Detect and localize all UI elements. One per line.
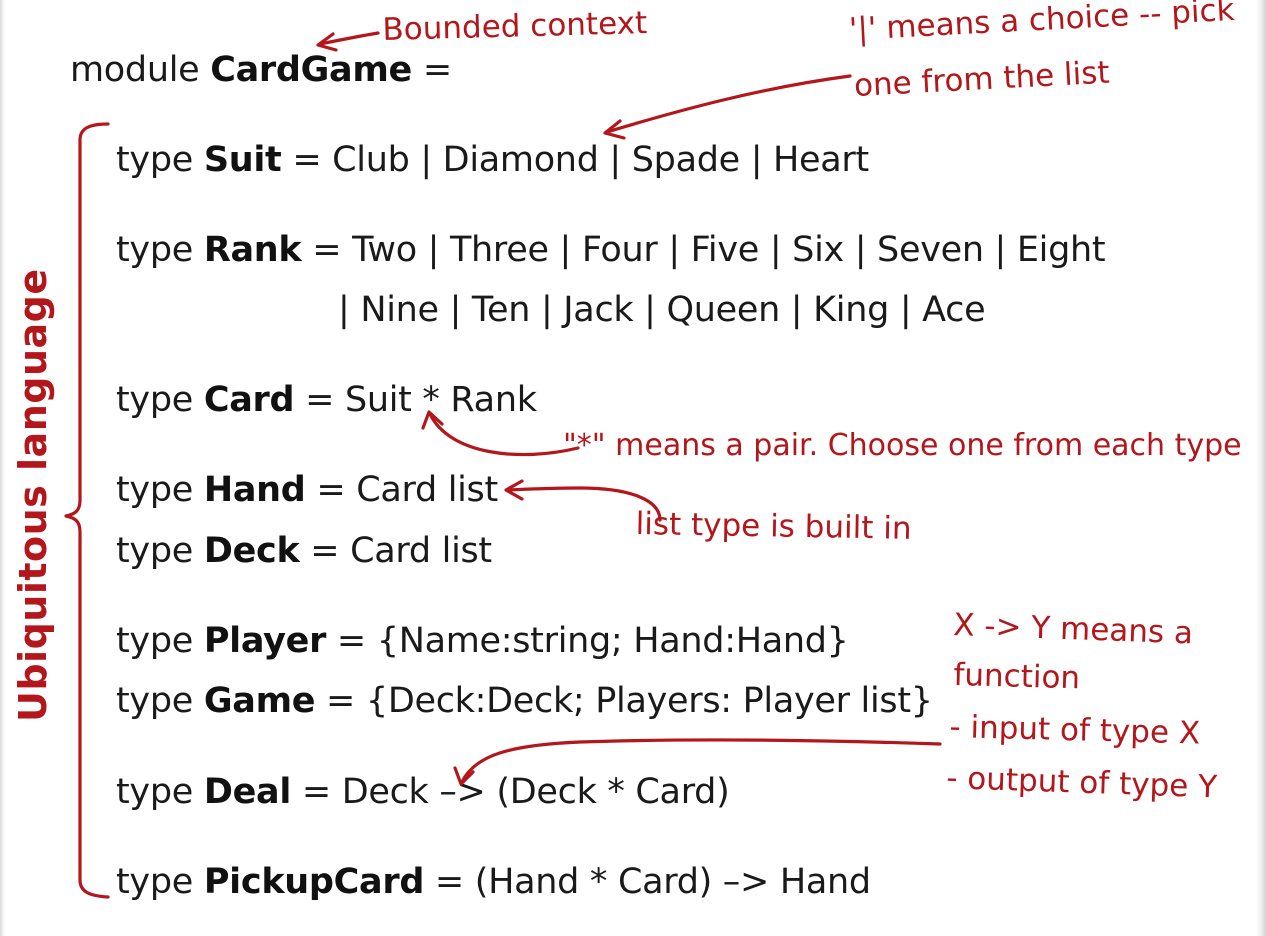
type-body-rank-cont: | Nine | Ten | Jack | Queen | King | Ace — [338, 290, 986, 330]
arrow-pair — [428, 412, 580, 457]
module-keyword: module — [70, 50, 200, 90]
module-line: module CardGame = — [70, 48, 452, 92]
type-keyword: type — [116, 380, 193, 420]
type-name-rank: Rank — [203, 230, 302, 270]
type-pickupcard-line: type PickupCard = (Hand * Card) –> Hand — [116, 860, 871, 904]
type-body-deal: Deck –> (Deck * Card) — [341, 772, 730, 812]
equals-sign: = — [336, 621, 366, 661]
arrow-function — [460, 738, 942, 784]
module-equals: = — [422, 50, 452, 90]
type-keyword: type — [116, 470, 193, 510]
type-name-game: Game — [203, 681, 316, 721]
type-name-pickupcard: PickupCard — [203, 862, 425, 902]
type-body-pickupcard: (Hand * Card) –> Hand — [474, 862, 871, 902]
annotation-pair: "*" means a pair. Choose one from each t… — [563, 428, 1242, 463]
type-name-player: Player — [203, 621, 327, 661]
type-keyword: type — [116, 140, 193, 180]
type-hand-line: type Hand = Card list — [116, 468, 498, 512]
type-name-card: Card — [203, 380, 295, 420]
type-game-line: type Game = {Deck:Deck; Players: Player … — [116, 679, 933, 723]
type-deck-line: type Deck = Card list — [116, 529, 492, 573]
type-name-deal: Deal — [203, 772, 292, 812]
arrowhead-function — [453, 766, 475, 786]
equals-sign: = — [310, 531, 340, 571]
equals-sign: = — [326, 681, 356, 721]
left-edge-shadow — [0, 0, 6, 936]
module-name: CardGame — [210, 50, 412, 90]
type-body-game: {Deck:Deck; Players: Player list} — [365, 681, 933, 721]
type-body-hand: Card list — [356, 470, 498, 510]
arrowhead-choice — [603, 119, 626, 140]
type-name-suit: Suit — [203, 140, 282, 180]
type-keyword: type — [116, 230, 193, 270]
type-name-hand: Hand — [203, 470, 306, 510]
type-body-card: Suit * Rank — [344, 380, 537, 420]
arrow-choice — [605, 74, 852, 134]
type-keyword: type — [116, 621, 193, 661]
arrowhead-list — [504, 479, 524, 501]
equals-sign: = — [305, 380, 335, 420]
type-suit-line: type Suit = Club | Diamond | Spade | Hea… — [116, 138, 869, 182]
arrowhead-bounded-context — [316, 32, 338, 52]
bracket-ubiquitous-language — [64, 122, 110, 899]
right-edge-shadow — [1256, 0, 1266, 936]
type-player-line: type Player = {Name:string; Hand:Hand} — [116, 619, 849, 663]
equals-sign: = — [434, 862, 464, 902]
type-keyword: type — [116, 772, 193, 812]
type-name-deck: Deck — [203, 531, 300, 571]
arrowhead-pair — [421, 410, 444, 430]
equals-sign: = — [316, 470, 346, 510]
equals-sign: = — [301, 772, 331, 812]
type-keyword: type — [116, 531, 193, 571]
type-body-deck: Card list — [350, 531, 492, 571]
type-body-player: {Name:string; Hand:Hand} — [376, 621, 849, 661]
equals-sign: = — [312, 230, 342, 270]
arrow-bounded-context — [318, 31, 380, 46]
type-deal-line: type Deal = Deck –> (Deck * Card) — [116, 770, 730, 814]
type-card-line: type Card = Suit * Rank — [116, 378, 537, 422]
type-rank-line: type Rank = Two | Three | Four | Five | … — [116, 228, 1106, 272]
arrow-list — [506, 486, 662, 522]
type-rank-continuation: | Nine | Ten | Jack | Queen | King | Ace — [338, 288, 986, 332]
type-body-rank: Two | Three | Four | Five | Six | Seven … — [352, 230, 1106, 270]
type-keyword: type — [116, 681, 193, 721]
equals-sign: = — [292, 140, 322, 180]
type-keyword: type — [116, 862, 193, 902]
type-body-suit: Club | Diamond | Spade | Heart — [332, 140, 869, 180]
